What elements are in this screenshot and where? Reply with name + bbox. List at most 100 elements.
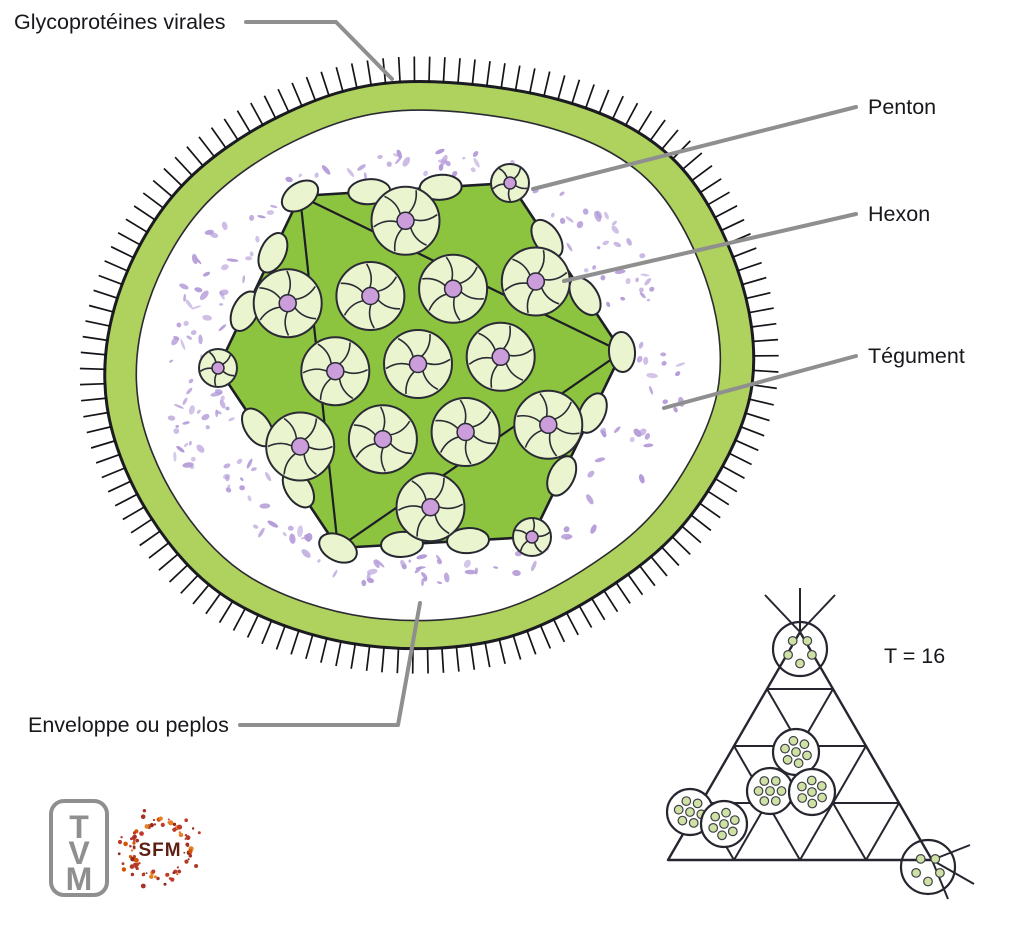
tegument-speckle — [182, 421, 190, 425]
glycoprotein-spike — [98, 274, 124, 286]
capsomer-center — [443, 279, 463, 299]
capsomer-center — [290, 437, 310, 456]
capsomer-spoke — [294, 285, 316, 301]
capsomer-spoke — [445, 256, 454, 282]
capsomer-spoke — [458, 266, 478, 285]
tegument-speckle — [625, 278, 631, 285]
capsomer-spoke — [343, 299, 365, 316]
tegument-speckle — [435, 148, 445, 155]
tegument-speckle — [242, 275, 246, 284]
sfm-dot — [135, 866, 139, 871]
glycoprotein-spike — [180, 573, 200, 594]
tegument-speckle — [373, 559, 380, 569]
tegument-speckle — [264, 471, 272, 482]
tegument-speckle — [375, 559, 385, 568]
capsomer-spoke — [478, 332, 497, 352]
glycoprotein-spike — [365, 644, 371, 671]
capsomer-spoke — [433, 477, 445, 502]
glycoprotein-spike — [752, 369, 779, 373]
capsomer-spoke — [536, 250, 545, 275]
sfm-dot — [154, 875, 157, 879]
glycoprotein-spike — [246, 613, 260, 638]
capsomer-spoke — [385, 362, 411, 370]
tegument-speckle — [204, 229, 214, 235]
sfm-dot — [177, 824, 183, 830]
facet-capsomer-dot — [717, 830, 727, 841]
glycoprotein-spike — [698, 502, 721, 519]
facet-penton-spoke — [799, 594, 836, 633]
tegument-speckle — [602, 240, 610, 246]
glycoprotein-spike — [739, 425, 765, 437]
capsomer-center — [526, 272, 546, 291]
glycoprotein-spike — [93, 289, 119, 300]
tegument-speckle — [673, 407, 678, 413]
capsomer-spoke — [504, 282, 529, 292]
tegument-speckle — [190, 330, 197, 336]
capsomer-spoke — [554, 426, 580, 435]
glycoprotein-spike — [218, 600, 234, 624]
facet-capsomer-dot — [791, 747, 801, 757]
tegument-speckle — [183, 320, 189, 327]
capsomer-spoke — [380, 446, 386, 472]
tegument-speckle — [660, 352, 667, 357]
capsomer-center — [373, 429, 393, 449]
sfm-dot — [178, 831, 181, 834]
glycoprotein-spike — [741, 276, 767, 286]
tegument-speckle — [191, 305, 202, 310]
tegument-speckle — [649, 386, 654, 395]
capsomer-spoke — [464, 439, 472, 465]
capsomer-spoke — [319, 377, 333, 400]
tegument-speckle — [190, 456, 196, 462]
facet-capsomer-dot — [793, 758, 804, 769]
capsomer-spoke — [409, 226, 427, 246]
tegument-speckle — [470, 167, 476, 173]
tvm-letter-t: T — [69, 809, 89, 845]
virion-diagram — [103, 80, 756, 651]
tegument-speckle — [202, 314, 212, 321]
glycoprotein-spike — [706, 489, 730, 506]
glycoprotein-spike — [584, 84, 595, 110]
capsomer-spoke — [434, 513, 450, 535]
capsid-vertex-capsomer — [318, 532, 358, 564]
tegument-speckle — [620, 296, 626, 301]
tegument-speckle — [222, 473, 231, 479]
glycoprotein-spike — [198, 136, 216, 159]
tegument-speckle — [464, 569, 477, 575]
tegument-speckle — [175, 424, 179, 428]
glycoprotein-spike — [713, 205, 738, 219]
capsomer-center — [408, 354, 428, 374]
tegument-speckle — [321, 165, 331, 175]
tegument-speckle — [223, 463, 231, 469]
tegument-speckle — [186, 335, 193, 340]
glycoprotein-spike — [381, 646, 385, 673]
glycoprotein-spike — [80, 351, 107, 356]
glycoprotein-spike — [728, 452, 752, 466]
capsomer-spoke — [428, 293, 448, 311]
facet-capsomer-dot — [759, 796, 770, 806]
tegument-speckle — [176, 445, 185, 453]
glycoprotein-spike — [565, 611, 579, 636]
tegument-speckle — [473, 157, 480, 168]
tegument-speckle — [173, 336, 180, 340]
sfm-dot — [170, 877, 175, 882]
glycoprotein-spike — [734, 439, 759, 452]
glycoprotein-spike — [602, 589, 619, 613]
glycoprotein-spike — [469, 643, 476, 670]
tegument-speckle — [416, 554, 428, 560]
glycoprotein-spike — [539, 624, 552, 649]
tegument-speckle — [188, 440, 192, 446]
tegument-speckle — [646, 298, 650, 302]
tegument-speckle — [304, 534, 311, 542]
glycoprotein-spike — [192, 583, 211, 605]
tvm-logo-frame — [49, 799, 109, 897]
sfm-dot — [142, 809, 147, 813]
tegument-speckle — [225, 406, 230, 411]
glycoprotein-spikes — [79, 56, 779, 674]
glycoprotein-spike — [457, 58, 461, 85]
capsomer-spoke — [303, 418, 318, 441]
capsomer-spoke — [539, 392, 548, 418]
sfm-dot — [135, 838, 140, 843]
tegument-speckle — [173, 428, 180, 435]
sfm-dot — [120, 836, 123, 839]
capsomer-center — [525, 530, 539, 544]
